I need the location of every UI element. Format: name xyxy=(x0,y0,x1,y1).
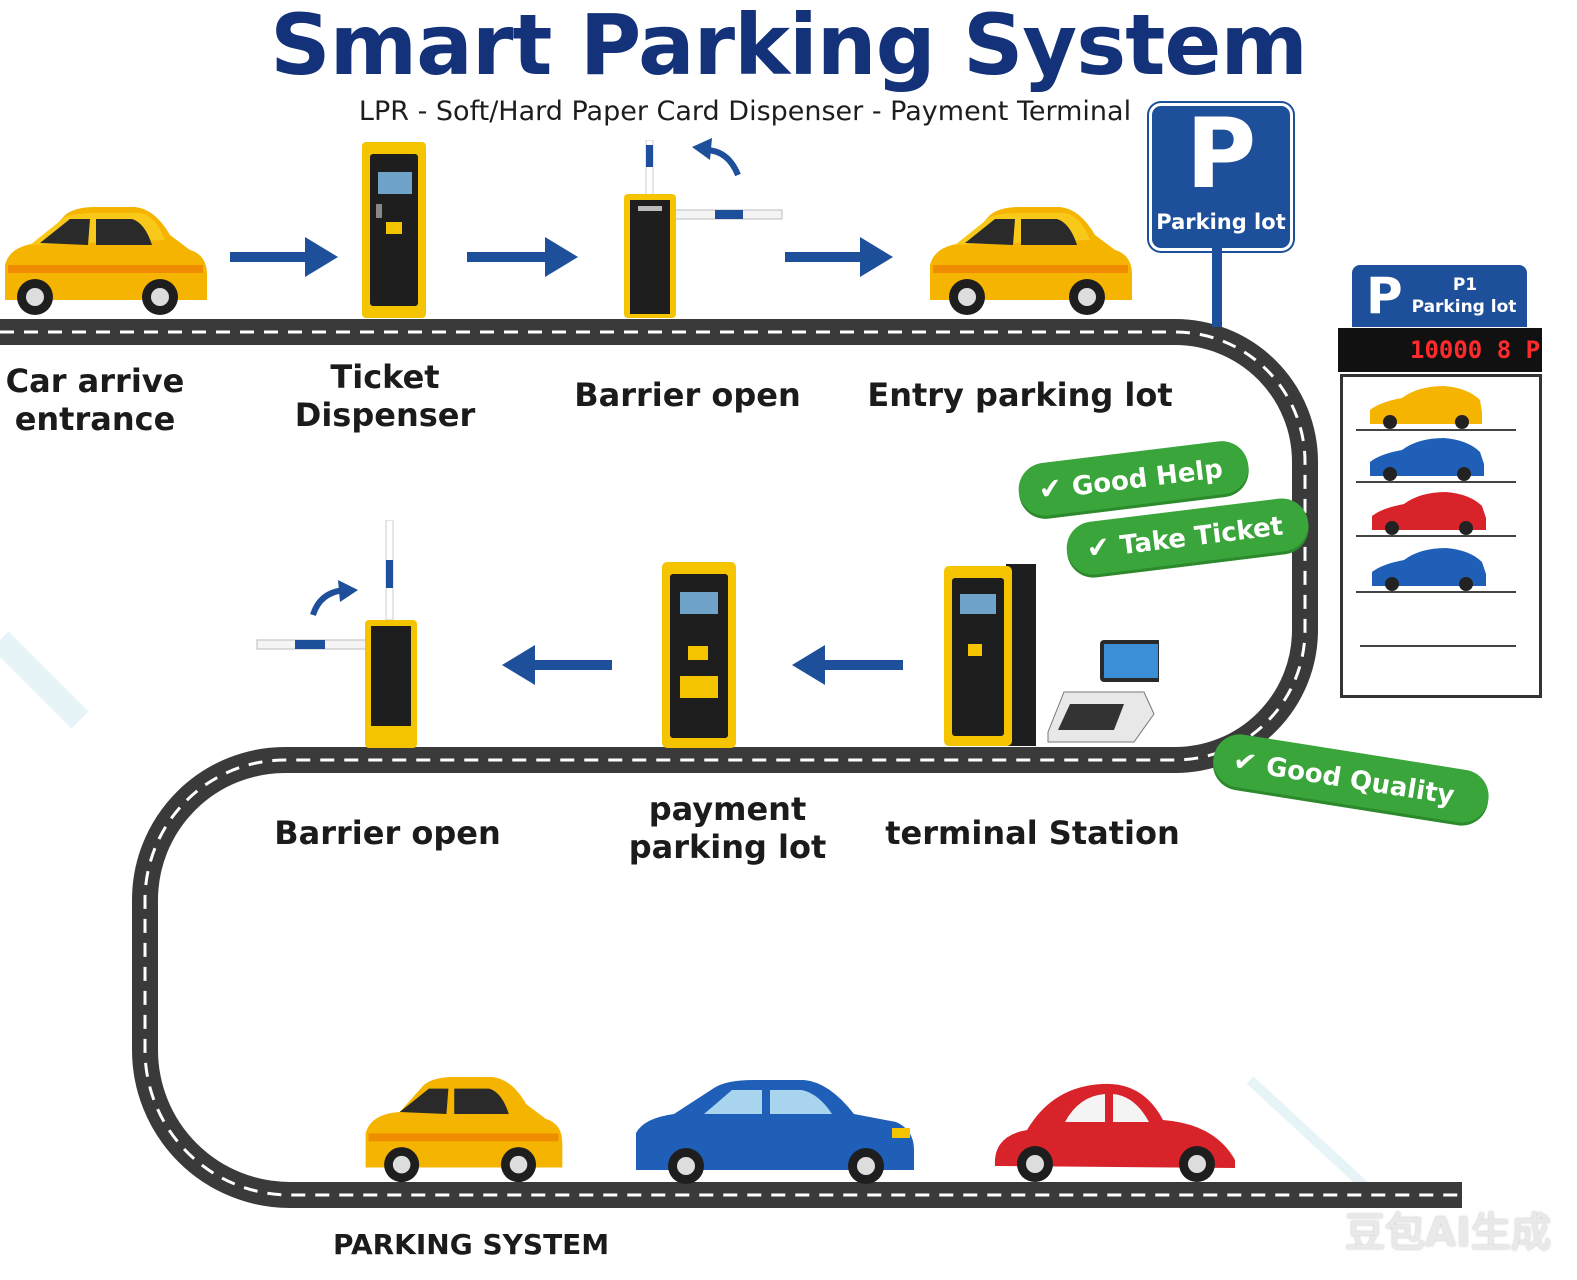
step-label-barrier-open-bottom: Barrier open xyxy=(274,814,501,852)
parked-blue-car-icon xyxy=(636,1080,914,1184)
p1-sign-letter: P xyxy=(1366,267,1403,325)
check-icon: ✔ xyxy=(1036,470,1065,507)
p1-sign: P P1 Parking lot xyxy=(1352,265,1527,327)
step-label-car-arrive: Car arrive entrance xyxy=(5,362,185,438)
occupancy-display: 10000 8 P xyxy=(1338,328,1542,372)
page-subtitle: LPR - Soft/Hard Paper Card Dispenser - P… xyxy=(358,96,1132,127)
step-label-barrier-open-top: Barrier open xyxy=(574,376,801,414)
p1-sign-label: Parking lot xyxy=(1411,297,1517,317)
barrier-gate-exit-icon xyxy=(256,520,417,748)
parking-sign: P Parking lot xyxy=(1149,103,1293,251)
parked-red-car-icon xyxy=(994,1083,1235,1182)
parked-cars-shelf xyxy=(1356,386,1516,647)
occupancy-readout: 10000 8 P xyxy=(1410,336,1541,364)
watermark: 豆包AI生成 xyxy=(1345,1210,1551,1256)
barrier-gate-icon xyxy=(624,140,783,318)
parking-sign-label: Parking lot xyxy=(1156,210,1286,234)
check-icon: ✔ xyxy=(1084,529,1113,566)
car-entry-icon xyxy=(930,207,1132,315)
sign-pole xyxy=(1212,245,1222,327)
step-label-ticket-dispenser: Ticket Dispenser xyxy=(294,358,476,434)
footer-label: PARKING SYSTEM xyxy=(333,1228,610,1261)
check-icon: ✔ xyxy=(1230,743,1260,780)
car-arrive-icon xyxy=(5,207,207,315)
p1-level: P1 xyxy=(1452,275,1478,295)
terminal-station-icon xyxy=(944,564,1159,746)
parking-sign-letter: P xyxy=(1185,98,1257,210)
ticket-dispenser-icon xyxy=(362,142,426,318)
payment-machine-icon xyxy=(662,562,736,748)
step-label-entry-parking: Entry parking lot xyxy=(867,376,1173,414)
page-title: Smart Parking System xyxy=(270,0,1308,94)
step-label-terminal: terminal Station xyxy=(885,814,1180,852)
parked-yellow-car-icon xyxy=(365,1076,563,1183)
step-label-payment: payment parking lot xyxy=(628,790,827,866)
